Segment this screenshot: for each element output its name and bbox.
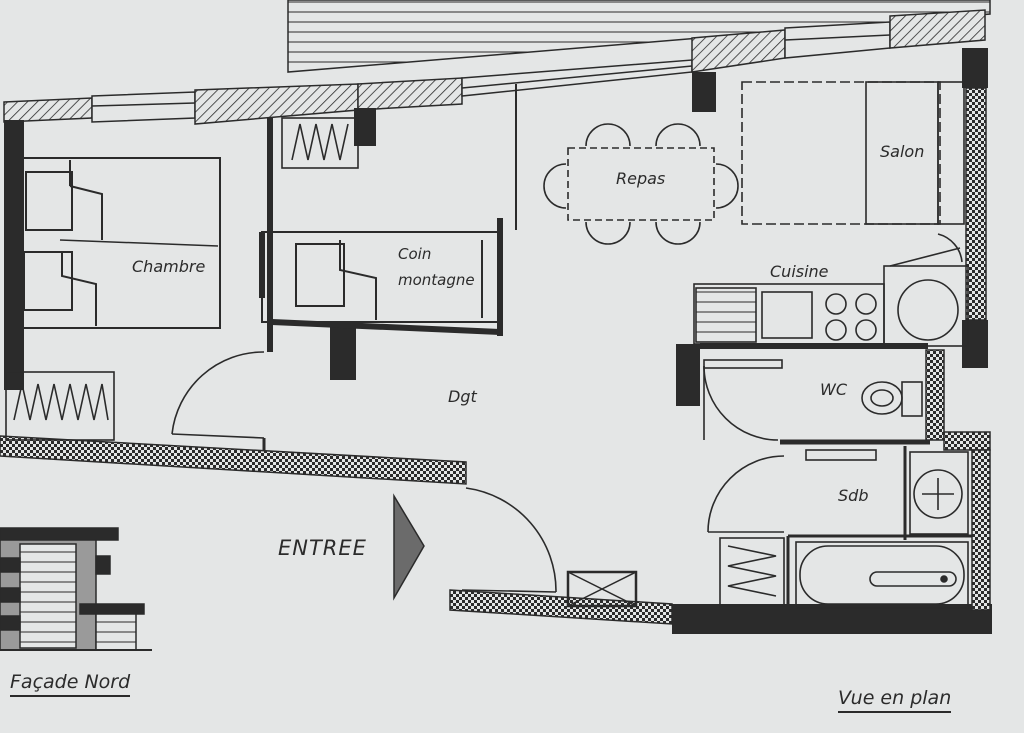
entree-arrow-icon (393, 493, 425, 601)
view-caption: Vue en plan (838, 688, 952, 713)
bottom-walls (0, 435, 673, 625)
salon-sofa (741, 81, 965, 225)
doors (171, 351, 877, 593)
bathroom-fixtures (795, 451, 969, 609)
room-label-wc: WC (820, 380, 847, 399)
entree-label: ENTREE (278, 536, 367, 560)
room-label-chambre: Chambre (132, 257, 206, 276)
room-label-sdb: Sdb (838, 486, 869, 505)
dining-table (543, 123, 739, 245)
room-label-cuisine: Cuisine (770, 262, 829, 281)
room-label-montagne: montagne (398, 271, 475, 289)
entrance-box (566, 570, 638, 608)
balcony (287, 0, 991, 73)
facade-elevation (0, 527, 152, 651)
wardrobes (5, 117, 785, 607)
room-label-dgt: Dgt (448, 387, 477, 406)
top-facade-wall (3, 9, 986, 125)
wc-toilet (861, 381, 923, 417)
right-wall (925, 87, 991, 611)
coin-montagne-bunk (259, 231, 499, 323)
room-label-coin: Coin (398, 245, 432, 263)
facade-caption: Façade Nord (10, 672, 131, 697)
room-label-repas: Repas (616, 169, 666, 188)
chambre-beds (17, 157, 221, 329)
kitchen-counter (693, 233, 969, 347)
room-label-salon: Salon (880, 142, 925, 161)
